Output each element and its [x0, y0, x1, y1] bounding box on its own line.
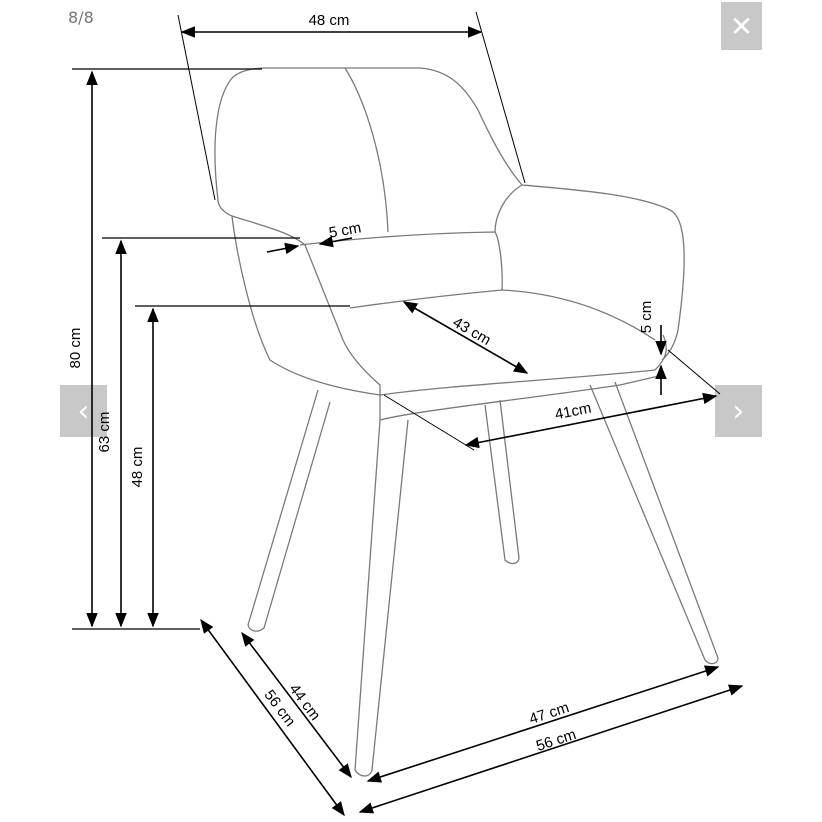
label-top-width: 48 cm	[309, 12, 350, 29]
seat-depth-arrow	[402, 301, 529, 374]
left-side-panel	[231, 215, 381, 396]
label-front-width-outer: 56 cm	[534, 726, 578, 755]
label-front-width-inner: 47 cm	[527, 699, 571, 728]
label-armrest-height: 5 cm	[638, 301, 655, 334]
seat-width-arrow	[464, 392, 718, 449]
image-counter: 8/8	[68, 8, 94, 27]
arm-width-arrow-left	[266, 242, 300, 255]
back-left-leg	[247, 389, 331, 632]
front-right-leg	[589, 381, 719, 665]
seat-top-edge	[349, 289, 656, 341]
dimension-lines	[72, 11, 744, 817]
right-arm-outline	[494, 184, 685, 361]
backrest-outline	[214, 67, 523, 201]
label-seat-height: 48 cm	[129, 447, 146, 488]
seat-width-ext	[383, 394, 475, 451]
label-armrest-width: 5 cm	[328, 219, 363, 241]
seat-back-edge	[299, 231, 503, 291]
label-seat-depth: 43 cm	[450, 314, 494, 349]
label-total-height: 80 cm	[67, 328, 84, 369]
label-armrest-floor-height: 63 cm	[96, 412, 113, 453]
front-left-leg	[354, 419, 409, 777]
arm-width-arrow-right	[318, 235, 353, 248]
chevron-right-icon: ›	[732, 393, 745, 429]
arm-height-right-ext	[667, 349, 721, 395]
back-right-leg	[484, 399, 520, 565]
backrest-seam	[344, 67, 389, 233]
chair-outline	[214, 67, 719, 777]
seat-front-edge	[379, 334, 667, 396]
top-width-ext-left	[177, 14, 216, 201]
side-depth-outer-arrow	[200, 618, 345, 817]
front-width-outer-arrow	[358, 684, 744, 814]
left-arm-outline	[217, 199, 381, 420]
close-icon: ✕	[729, 9, 754, 43]
label-seat-width: 41cm	[553, 400, 592, 424]
next-image-button[interactable]: ›	[715, 385, 762, 437]
top-width-ext-right	[475, 11, 526, 184]
close-button[interactable]: ✕	[721, 2, 762, 50]
